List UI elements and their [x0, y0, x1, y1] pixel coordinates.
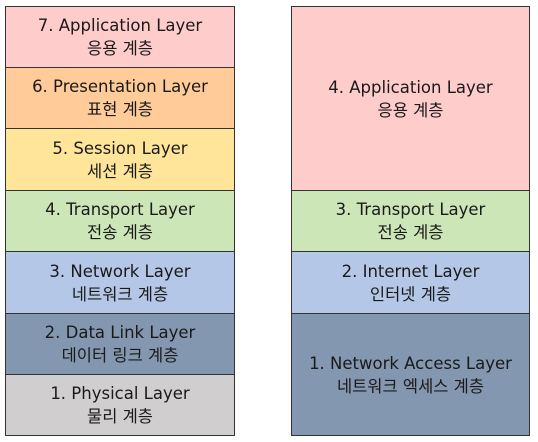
- layer-title: 7. Application Layer: [37, 16, 203, 35]
- osi-data-link-layer: 2. Data Link Layer 데이터 링크 계층: [6, 314, 234, 375]
- layer-subtitle: 전송 계층: [377, 223, 444, 242]
- layer-title: 1. Network Access Layer: [309, 353, 512, 373]
- tcpip-internet-layer: 2. Internet Layer 인터넷 계층: [292, 252, 529, 314]
- layer-subtitle: 세션 계층: [87, 161, 153, 181]
- osi-physical-layer: 1. Physical Layer 물리 계층: [6, 375, 234, 435]
- layer-title: 4. Transport Layer: [45, 200, 195, 219]
- layer-subtitle: 전송 계층: [87, 223, 153, 242]
- layer-title: 3. Transport Layer: [335, 200, 486, 219]
- osi-application-layer: 7. Application Layer 응용 계층: [6, 7, 234, 68]
- osi-presentation-layer: 6. Presentation Layer 표현 계층: [6, 68, 234, 129]
- layer-subtitle: 표현 계층: [87, 100, 153, 119]
- tcpip-model-stack: 4. Application Layer 응용 계층 3. Transport …: [291, 6, 530, 436]
- layer-subtitle: 네트워크 엑세스 계층: [336, 376, 485, 396]
- tcpip-network-access-layer: 1. Network Access Layer 네트워크 엑세스 계층: [292, 314, 529, 435]
- osi-session-layer: 5. Session Layer 세션 계층: [6, 129, 234, 191]
- layer-subtitle: 인터넷 계층: [369, 284, 452, 304]
- layer-subtitle: 데이터 링크 계층: [61, 346, 179, 365]
- layer-subtitle: 물리 계층: [87, 407, 153, 426]
- layer-title: 1. Physical Layer: [50, 384, 190, 403]
- osi-model-stack: 7. Application Layer 응용 계층 6. Presentati…: [5, 6, 235, 436]
- layer-subtitle: 네트워크 계층: [71, 284, 169, 304]
- osi-transport-layer: 4. Transport Layer 전송 계층: [6, 191, 234, 252]
- layer-title: 6. Presentation Layer: [32, 77, 208, 96]
- osi-network-layer: 3. Network Layer 네트워크 계층: [6, 252, 234, 314]
- tcpip-application-layer: 4. Application Layer 응용 계층: [292, 7, 529, 191]
- tcpip-transport-layer: 3. Transport Layer 전송 계층: [292, 191, 529, 252]
- layer-title: 3. Network Layer: [49, 261, 191, 281]
- layer-title: 4. Application Layer: [328, 77, 493, 97]
- layer-title: 2. Internet Layer: [341, 261, 480, 281]
- layer-subtitle: 응용 계층: [87, 39, 153, 58]
- layer-title: 2. Data Link Layer: [44, 323, 196, 342]
- layer-subtitle: 응용 계층: [377, 100, 444, 120]
- layer-title: 5. Session Layer: [52, 138, 188, 158]
